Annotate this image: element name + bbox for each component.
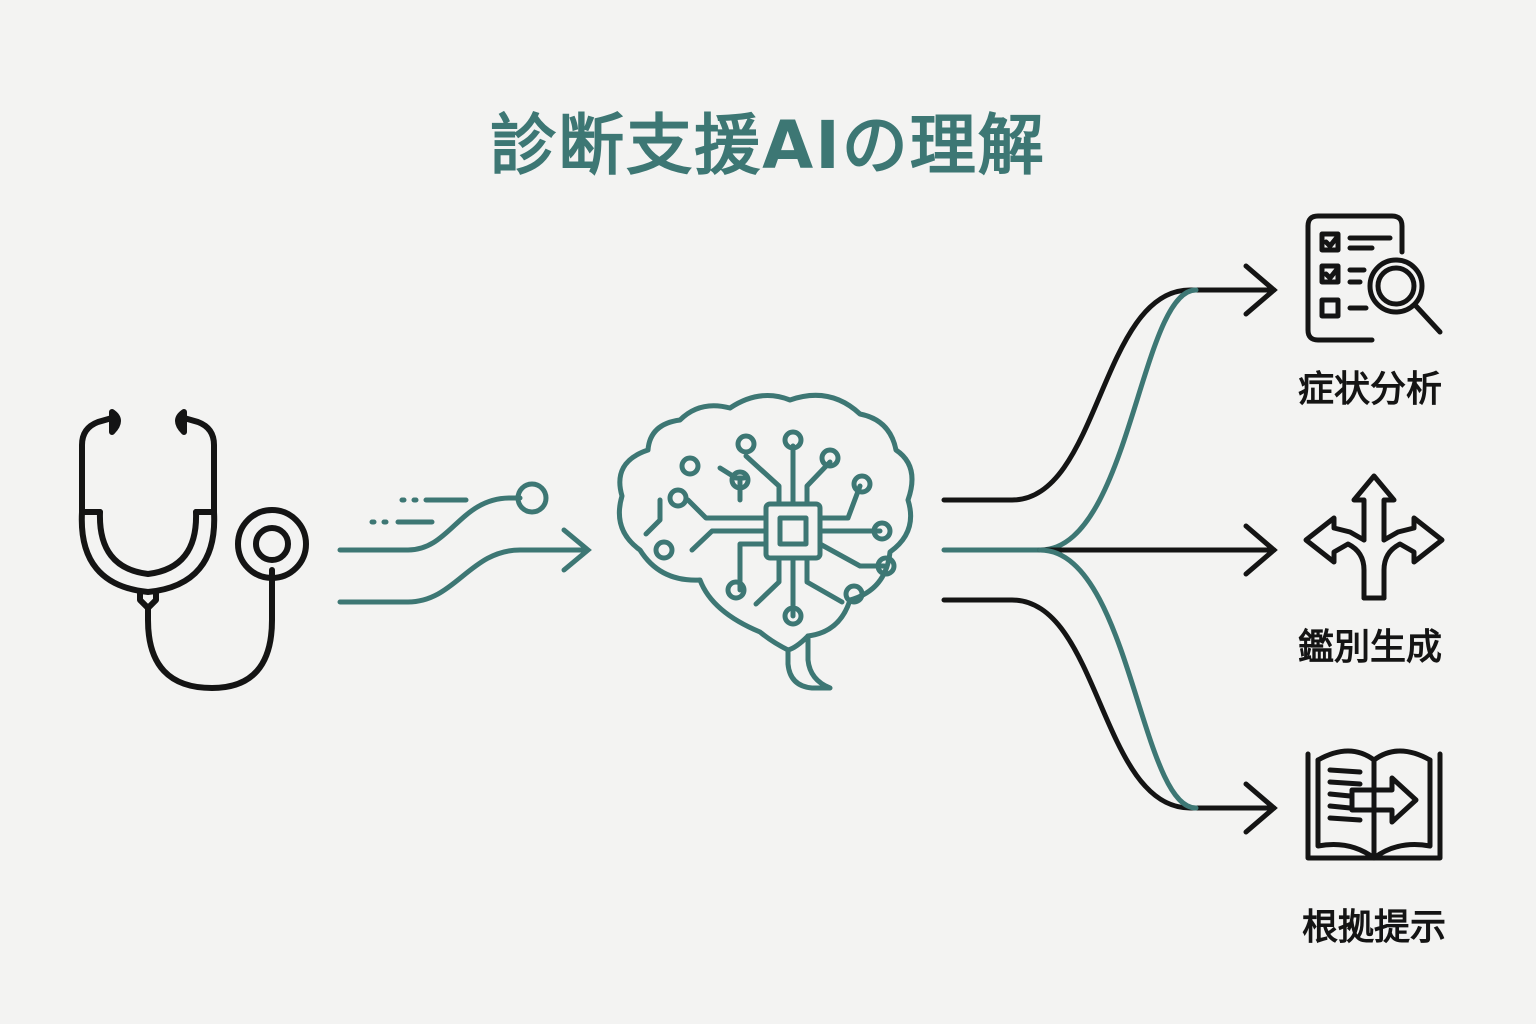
brain-circuit-icon xyxy=(616,392,915,691)
output-label-evidence-presentation: 根拠提示 xyxy=(1301,907,1446,948)
checklist-magnifier-icon xyxy=(1305,213,1443,343)
output-label-differential-generation: 鑑別生成 xyxy=(1297,627,1442,668)
stethoscope-icon xyxy=(78,409,309,691)
page-title: 診断支援AIの理解 xyxy=(490,107,1046,184)
input-data-streams xyxy=(337,481,592,605)
output-label-symptom-analysis: 症状分析 xyxy=(1297,369,1442,410)
output-branches xyxy=(941,263,1278,835)
open-book-arrow-icon xyxy=(1305,748,1443,861)
branching-arrows-icon xyxy=(1303,473,1445,601)
